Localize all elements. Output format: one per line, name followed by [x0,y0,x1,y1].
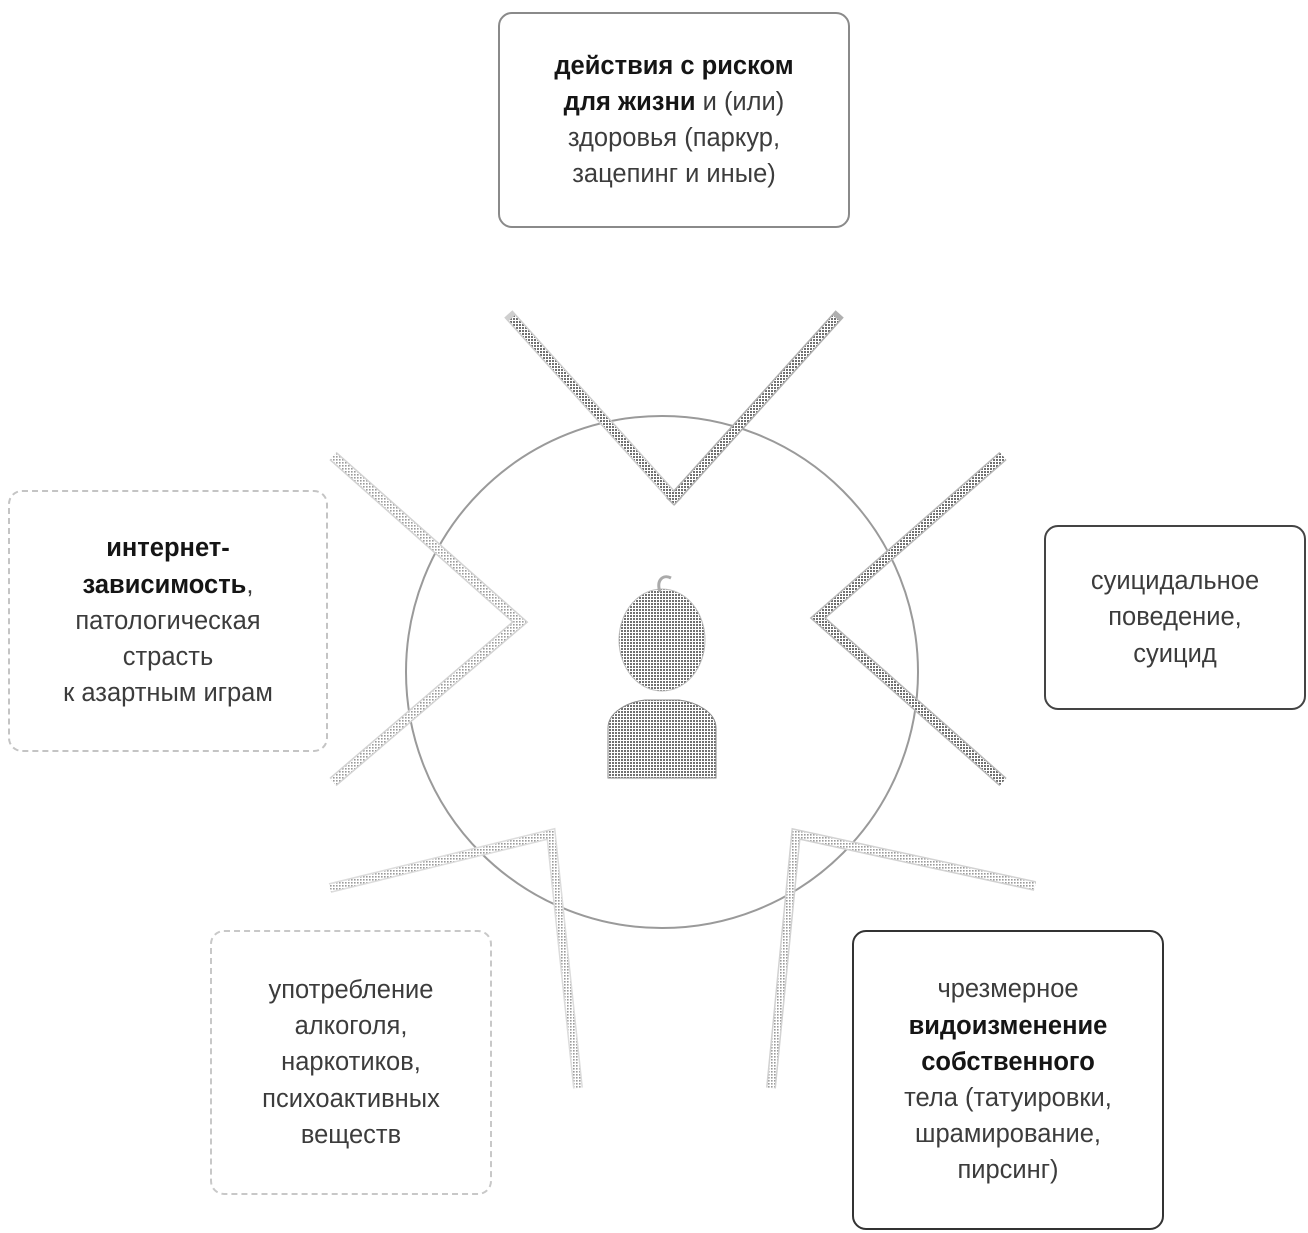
person-icon [607,575,717,779]
text-line: к азартным играм [63,675,273,711]
text-segment: страсть [122,643,214,672]
bold-text-segment: интернет- [106,534,230,563]
bold-text-segment: зависимость [82,570,247,599]
text-segment: алкоголя, [294,1012,408,1041]
bold-text-segment: видоизменение [908,1011,1108,1040]
body-modification-box: чрезмерное видоизменение собственного тела … [852,930,1164,1230]
text-line: зацепинг и иные) [554,156,793,192]
text-segment: употребление [268,975,434,1004]
text-segment: веществ [300,1120,402,1149]
risk-behavior-text: действия с риском для жизни и (или) здоров… [554,48,793,193]
bold-text-segment: собственного [921,1047,1095,1076]
text-line: наркотиков, [262,1044,440,1080]
text-line: интернет- [63,530,273,566]
text-line: видоизменение [904,1008,1112,1044]
text-segment: , [246,570,254,599]
text-line: для жизни и (или) [554,84,793,120]
arrow-chevron-right [809,451,1007,787]
internet-addiction-text: интернет-зависимость, патологическая страс… [63,530,273,711]
text-segment: чрезмерное [937,975,1079,1004]
risk-behavior-box: действия с риском для жизни и (или) здоров… [498,12,850,228]
text-line: зависимость, [63,567,273,603]
text-line: употребление [262,972,440,1008]
text-segment: патологическая [75,606,261,635]
text-line: чрезмерное [904,971,1112,1007]
substance-use-text: употребление алкоголя, наркотиков, психоакт… [262,972,440,1153]
text-line: здоровья (паркур, [554,120,793,156]
text-line: поведение, [1091,599,1259,635]
text-segment: поведение, [1108,603,1242,632]
text-line: веществ [262,1117,440,1153]
bold-text-segment: для жизни [563,87,696,116]
text-line: пирсинг) [904,1152,1112,1188]
suicidal-behavior-box: суицидальное поведение, суицид [1044,525,1306,710]
text-line: суицидальное [1091,563,1259,599]
text-line: собственного [904,1044,1112,1080]
arrow-chevron-bottom-left [328,827,583,1089]
arrow-chevron-bottom-right [766,827,1037,1089]
text-line: тела (татуировки, [904,1080,1112,1116]
bold-text-segment: действия с риском [554,51,794,80]
text-segment: наркотиков, [281,1048,421,1077]
suicidal-behavior-text: суицидальное поведение, суицид [1091,563,1259,672]
text-segment: тела (татуировки, [904,1084,1112,1112]
text-line: патологическая [63,603,273,639]
text-line: действия с риском [554,48,793,84]
internet-addiction-box: интернет-зависимость, патологическая страс… [8,490,328,752]
text-segment: суицид [1133,639,1217,668]
text-segment: здоровья (паркур, [567,124,781,152]
arrow-chevron-left [329,451,529,787]
substance-use-box: употребление алкоголя, наркотиков, психоакт… [210,930,492,1195]
text-segment: к азартным играм [63,679,273,708]
text-segment: шрамирование, [915,1120,1101,1149]
text-segment: психоактивных [262,1084,440,1113]
central-circle [405,415,919,929]
arrow-chevron-top [504,310,844,506]
text-line: алкоголя, [262,1008,440,1044]
text-segment: зацепинг и иные) [572,160,776,189]
body-modification-text: чрезмерное видоизменение собственного тела … [904,971,1112,1188]
text-line: психоактивных [262,1081,440,1117]
text-line: суицид [1091,636,1259,672]
text-segment: суицидальное [1090,567,1260,596]
text-segment: и (или) [695,87,785,116]
text-segment: пирсинг) [957,1156,1059,1185]
text-line: страсть [63,639,273,675]
text-line: шрамирование, [904,1116,1112,1152]
